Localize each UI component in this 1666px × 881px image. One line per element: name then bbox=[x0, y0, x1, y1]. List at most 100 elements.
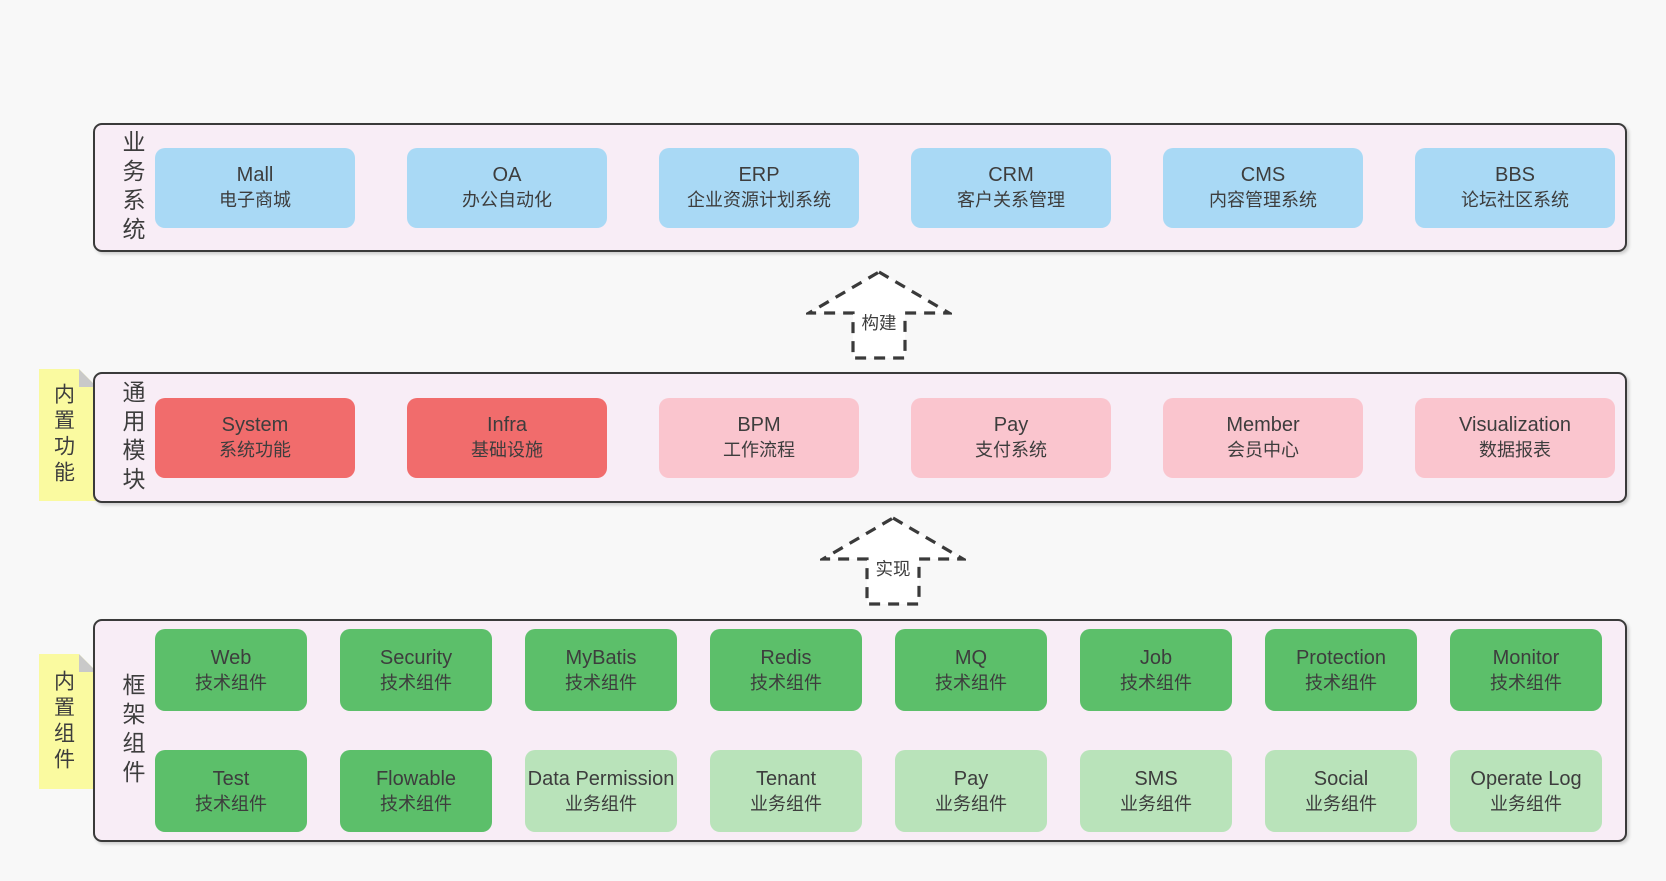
box-flowable: Flowable 技术组件 bbox=[340, 750, 492, 833]
box-title: Operate Log bbox=[1470, 768, 1582, 791]
box-title: Pay bbox=[993, 414, 1029, 437]
box-visualization: Visualization 数据报表 bbox=[1415, 397, 1615, 478]
box-tenant: Tenant 业务组件 bbox=[710, 750, 862, 833]
box-title: Redis bbox=[760, 646, 812, 669]
section-common-modules: 通用模块 System 系统功能 Infra 基础设施 BPM 工作流程 Pay… bbox=[93, 372, 1627, 503]
box-protection: Protection 技术组件 bbox=[1265, 628, 1417, 711]
box-title: CMS bbox=[1240, 164, 1286, 187]
box-infra: Infra 基础设施 bbox=[407, 397, 607, 478]
box-subtitle: 业务组件 bbox=[1490, 794, 1562, 815]
box-title: ERP bbox=[738, 164, 780, 187]
box-mybatis: MyBatis 技术组件 bbox=[525, 628, 677, 711]
box-social: Social 业务组件 bbox=[1265, 750, 1417, 833]
box-sms: SMS 业务组件 bbox=[1080, 750, 1232, 833]
box-test: Test 技术组件 bbox=[155, 750, 307, 833]
box-erp: ERP 企业资源计划系统 bbox=[659, 147, 859, 228]
build-arrow-label: 构建 bbox=[862, 313, 897, 333]
box-bpm: BPM 工作流程 bbox=[659, 397, 859, 478]
box-pay-module: Pay 支付系统 bbox=[911, 397, 1111, 478]
box-subtitle: 技术组件 bbox=[1490, 672, 1562, 693]
box-title: CRM bbox=[988, 164, 1034, 187]
components-row-2: Test 技术组件 Flowable 技术组件 Data Permission … bbox=[143, 743, 1625, 841]
box-title: Pay bbox=[953, 768, 989, 791]
box-title: Test bbox=[212, 768, 250, 791]
box-security: Security 技术组件 bbox=[340, 628, 492, 711]
box-bbs: BBS 论坛社区系统 bbox=[1415, 147, 1615, 228]
section-framework-components-label: 框架组件 bbox=[119, 672, 145, 789]
box-title: Member bbox=[1226, 414, 1300, 437]
box-system: System 系统功能 bbox=[155, 397, 355, 478]
implement-arrow: 实现 bbox=[820, 516, 966, 606]
box-title: System bbox=[221, 414, 289, 437]
components-rows: Web 技术组件 Security 技术组件 MyBatis 技术组件 Redi… bbox=[143, 621, 1625, 840]
box-subtitle: 技术组件 bbox=[195, 794, 267, 815]
box-subtitle: 客户关系管理 bbox=[957, 190, 1065, 211]
box-subtitle: 论坛社区系统 bbox=[1461, 190, 1569, 211]
section-business-systems-label: 业务系统 bbox=[119, 129, 145, 246]
box-redis: Redis 技术组件 bbox=[710, 628, 862, 711]
box-subtitle: 技术组件 bbox=[935, 672, 1007, 693]
box-subtitle: 业务组件 bbox=[1305, 794, 1377, 815]
box-title: MQ bbox=[954, 646, 988, 669]
box-subtitle: 业务组件 bbox=[750, 794, 822, 815]
box-title: Social bbox=[1313, 768, 1369, 791]
box-title: BPM bbox=[737, 414, 781, 437]
sticky-builtin-features-label: 内置功能 bbox=[51, 383, 75, 487]
box-subtitle: 技术组件 bbox=[380, 794, 452, 815]
box-title: Web bbox=[210, 646, 252, 669]
sticky-builtin-components-label: 内置组件 bbox=[51, 669, 75, 774]
box-title: Infra bbox=[486, 414, 528, 437]
box-subtitle: 技术组件 bbox=[380, 672, 452, 693]
box-subtitle: 业务组件 bbox=[565, 794, 637, 815]
box-subtitle: 电子商城 bbox=[219, 190, 291, 211]
components-row-1: Web 技术组件 Security 技术组件 MyBatis 技术组件 Redi… bbox=[143, 621, 1625, 719]
box-member: Member 会员中心 bbox=[1163, 397, 1363, 478]
implement-arrow-label: 实现 bbox=[876, 559, 911, 579]
box-monitor: Monitor 技术组件 bbox=[1450, 628, 1602, 711]
box-subtitle: 会员中心 bbox=[1227, 440, 1299, 461]
sticky-builtin-features: 内置功能 bbox=[39, 369, 97, 501]
box-subtitle: 技术组件 bbox=[750, 672, 822, 693]
box-subtitle: 办公自动化 bbox=[462, 190, 552, 211]
box-subtitle: 技术组件 bbox=[1305, 672, 1377, 693]
box-subtitle: 工作流程 bbox=[723, 440, 795, 461]
box-subtitle: 技术组件 bbox=[565, 672, 637, 693]
box-subtitle: 内容管理系统 bbox=[1209, 190, 1317, 211]
box-title: Tenant bbox=[755, 768, 817, 791]
box-subtitle: 数据报表 bbox=[1479, 440, 1551, 461]
box-title: Visualization bbox=[1459, 414, 1571, 437]
box-subtitle: 技术组件 bbox=[1120, 672, 1192, 693]
box-title: MyBatis bbox=[565, 646, 637, 669]
box-title: Protection bbox=[1295, 646, 1387, 669]
box-subtitle: 企业资源计划系统 bbox=[687, 190, 831, 211]
box-web: Web 技术组件 bbox=[155, 628, 307, 711]
box-pay-component: Pay 业务组件 bbox=[895, 750, 1047, 833]
box-title: OA bbox=[492, 164, 522, 187]
box-title: Monitor bbox=[1492, 646, 1560, 669]
sticky-builtin-components: 内置组件 bbox=[39, 654, 97, 789]
box-operate-log: Operate Log 业务组件 bbox=[1450, 750, 1602, 833]
box-subtitle: 系统功能 bbox=[219, 440, 291, 461]
modules-boxes-row: System 系统功能 Infra 基础设施 BPM 工作流程 Pay 支付系统… bbox=[143, 374, 1631, 501]
box-title: Flowable bbox=[375, 768, 457, 791]
box-crm: CRM 客户关系管理 bbox=[911, 147, 1111, 228]
section-common-modules-label: 通用模块 bbox=[119, 379, 145, 496]
up-arrow-icon bbox=[820, 516, 966, 606]
box-subtitle: 支付系统 bbox=[975, 440, 1047, 461]
build-arrow: 构建 bbox=[806, 270, 952, 360]
box-job: Job 技术组件 bbox=[1080, 628, 1232, 711]
box-mall: Mall 电子商城 bbox=[155, 147, 355, 228]
business-boxes-row: Mall 电子商城 OA 办公自动化 ERP 企业资源计划系统 CRM 客户关系… bbox=[143, 125, 1631, 250]
box-subtitle: 业务组件 bbox=[1120, 794, 1192, 815]
section-business-systems: 业务系统 Mall 电子商城 OA 办公自动化 ERP 企业资源计划系统 CRM… bbox=[93, 123, 1627, 252]
box-data-permission: Data Permission 业务组件 bbox=[525, 750, 677, 833]
box-mq: MQ 技术组件 bbox=[895, 628, 1047, 711]
box-oa: OA 办公自动化 bbox=[407, 147, 607, 228]
section-framework-components: 框架组件 Web 技术组件 Security 技术组件 MyBatis 技术组件… bbox=[93, 619, 1627, 842]
box-title: SMS bbox=[1134, 768, 1178, 791]
box-subtitle: 基础设施 bbox=[471, 440, 543, 461]
box-cms: CMS 内容管理系统 bbox=[1163, 147, 1363, 228]
box-title: Job bbox=[1139, 646, 1173, 669]
box-title: Security bbox=[379, 646, 453, 669]
